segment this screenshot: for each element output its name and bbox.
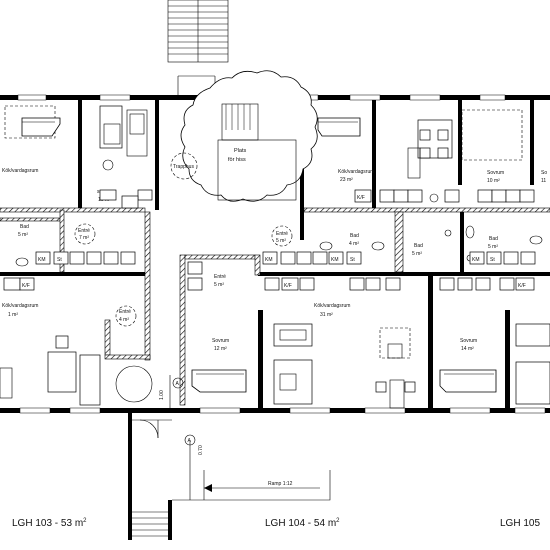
room-bottom-right: Sovrum 14 m²: [439, 323, 550, 405]
fixture-kf-tr: K/F: [357, 195, 365, 201]
entre-bl-label: Entré: [119, 309, 131, 315]
kok-bl-label: Kök/vardagsrum: [2, 303, 38, 309]
entre-mid-label: Entré: [214, 274, 226, 280]
apt-label-104: LGH 104 - 54 m2: [265, 518, 340, 529]
fixture-km-c2: KM: [331, 257, 339, 263]
lower-kitchen-counters: K/F K/F K/F: [3, 277, 535, 291]
entre-mid-area: 5 m²: [214, 282, 224, 288]
sovrum-br-label: Sovrum: [460, 338, 477, 344]
bad-c-label: Bad: [350, 233, 359, 239]
plats-label: Plats: [234, 148, 246, 154]
entre-bl-area: 4 m²: [119, 317, 129, 323]
stairwell: Trapphus: [170, 152, 198, 180]
bad-r-label: Bad: [489, 236, 498, 242]
fixture-kf-br: K/F: [518, 283, 526, 289]
kok-tr-label: Kök/vardagsrum: [338, 169, 374, 175]
bad-c2-label: Bad: [414, 243, 423, 249]
entre-c-label: Entré: [276, 231, 288, 237]
fixture-km-r: KM: [472, 257, 480, 263]
entrance-exterior: Ramp 1:12 1.00 0.70 A A: [128, 375, 331, 540]
bad-r-area: 5 m²: [488, 244, 498, 250]
elevator-placeholder: Plats för hiss: [180, 70, 318, 202]
kok-bl-area: 1 m²: [8, 312, 18, 318]
entre-c-area: 5 m²: [276, 238, 286, 244]
bad-l-area: 5 m²: [18, 232, 28, 238]
middle-band: Bad 5 m² Entré 7 m² Entré 5 m² Bad 4 m² …: [15, 193, 543, 291]
kok-tr-area: 23 m²: [340, 177, 353, 183]
section-a-top: A: [176, 381, 180, 387]
ramp-label: Ramp 1:12: [268, 481, 293, 487]
trapphus-label: Trapphus: [173, 164, 194, 170]
kok-bc-label: Kök/vardagsrum: [314, 303, 350, 309]
apt-label-105: LGH 105: [500, 518, 540, 529]
fixture-km-l: KM: [38, 257, 46, 263]
sovrum-bc-label: Sovrum: [212, 338, 229, 344]
section-a-bottom: A: [188, 438, 192, 444]
sovrum-tr-area: 10 m²: [487, 178, 500, 184]
fixture-kf-bl: K/F: [22, 283, 30, 289]
entre-l-area: 7 m²: [79, 235, 89, 241]
room-top-right: Kök/vardagsrum 23 m² Sovrum 10 m² So 11 …: [317, 109, 547, 203]
fixture-kf-bc: K/F: [284, 283, 292, 289]
bad-l-label: Bad: [20, 224, 29, 230]
bad-c2-area: 5 m²: [412, 251, 422, 257]
kok-tl-label: Kök/vardagsrum: [2, 168, 38, 174]
apartment-labels: LGH 103 - 53 m2 LGH 104 - 54 m2 LGH 105: [12, 518, 540, 529]
room-bottom-left: Kök/vardagsrum 1 m² Entré 4 m²: [0, 303, 153, 406]
kok-bc-area: 31 m²: [320, 312, 333, 318]
entre-l-label: Entré: [78, 228, 90, 234]
sovrum-far-area: 11: [541, 178, 546, 184]
sovrum-tr-label: Sovrum: [487, 170, 504, 176]
dim-vertical: 1.00: [159, 390, 165, 400]
sovrum-br-area: 14 m²: [461, 346, 474, 352]
fixture-st-r: St: [490, 257, 495, 263]
fixture-km-c: KM: [265, 257, 273, 263]
room-top-left: Kök/vardagsrum sovrum 10 m²: [2, 105, 153, 203]
room-bottom-center: Sovrum 12 m² Kök/vardagsrum 31 m²: [191, 303, 416, 409]
fixture-st-c: St: [350, 257, 355, 263]
apt-label-103: LGH 103 - 53 m2: [12, 518, 87, 529]
sovrum-bc-area: 12 m²: [214, 346, 227, 352]
sovrum-far-label: So: [541, 170, 547, 176]
for-hiss-label: för hiss: [228, 157, 246, 163]
dim-vertical2: 0.70: [198, 445, 204, 455]
bad-c-area: 4 m²: [349, 241, 359, 247]
fixture-st-l: St: [57, 257, 62, 263]
